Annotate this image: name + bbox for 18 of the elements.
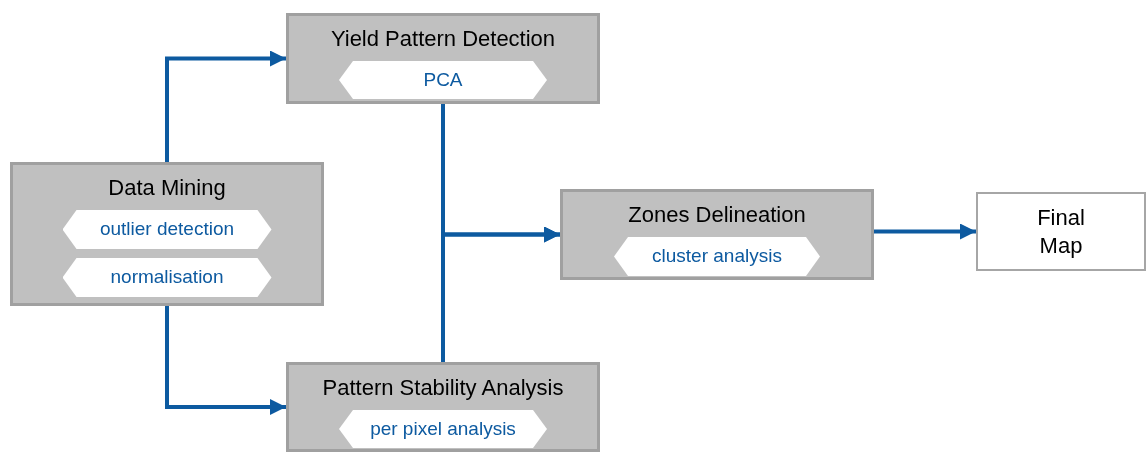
arrow	[441, 226, 560, 362]
arrow	[165, 306, 286, 415]
process-box	[286, 362, 600, 452]
process-box	[286, 13, 600, 104]
hexagon-tag: outlier detection	[62, 210, 272, 249]
output-box: Final Map	[976, 192, 1146, 271]
box-title: Yield Pattern Detection	[330, 25, 556, 53]
box-title: Zones Delineation	[628, 201, 806, 229]
box-title: Pattern Stability Analysis	[322, 374, 564, 402]
process-box	[560, 189, 874, 280]
process-box	[10, 162, 324, 306]
hexagon-tag: PCA	[339, 61, 547, 99]
arrow	[165, 50, 286, 162]
hexagon-tag: per pixel analysis	[339, 410, 547, 448]
arrow	[874, 223, 976, 240]
hexagon-tag: normalisation	[62, 258, 272, 297]
hexagon-tag: cluster analysis	[614, 237, 820, 276]
box-title: Data Mining	[108, 174, 226, 202]
